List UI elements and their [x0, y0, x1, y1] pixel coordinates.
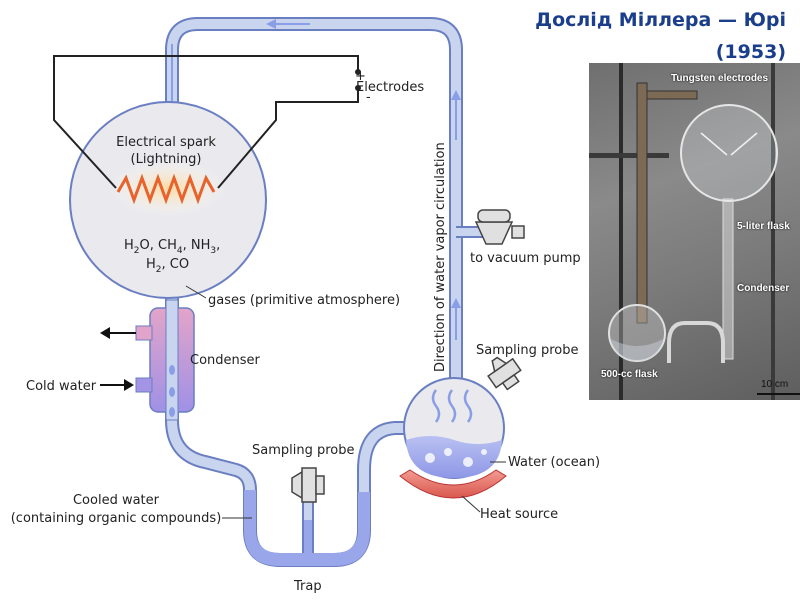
vapor-wave [431, 389, 441, 423]
sampling-probe-left-label: Sampling probe [252, 443, 355, 458]
water-out-arrow [100, 327, 110, 339]
circulation-label: Direction of water vapor circulation [433, 142, 448, 372]
gases-label: gases (primitive atmosphere) [208, 293, 400, 308]
water-label: Water (ocean) [508, 455, 600, 470]
negative-terminal [355, 85, 361, 91]
cooled-water-line2: (containing organic compounds) [11, 511, 222, 526]
apparatus-photo: Tungsten electrodes 5-liter flask Conden… [589, 63, 800, 400]
ocean-flask [403, 377, 505, 479]
spark-label-line2: (Lightning) [131, 152, 202, 167]
positive-terminal [355, 69, 361, 75]
title-line-1: Дослід Міллера — Юрі [535, 9, 786, 31]
glass-tubing [165, 17, 492, 567]
sampling-probe-left [291, 467, 325, 503]
minus-label: - [366, 90, 371, 105]
sampling-probe-right [487, 356, 522, 391]
spark-zigzag [116, 173, 216, 205]
title-line-2: (1953) [715, 41, 786, 63]
vacuum-label: to vacuum pump [470, 251, 581, 266]
heat-source [399, 469, 507, 499]
water-in-arrow [124, 379, 134, 391]
vapor-wave [463, 389, 473, 423]
trap-label: Trap [293, 579, 322, 594]
ocean-water [406, 436, 502, 478]
condenser-label: Condenser [190, 353, 261, 368]
photo-label-condenser: Condenser [737, 283, 790, 294]
electrodes-label: Electrodes [356, 80, 424, 95]
photo-label-5l-flask: 5-liter flask [737, 221, 790, 232]
leader-lines [185, 285, 506, 519]
heat-label: Heat source [480, 507, 558, 522]
spark-label-line1: Electrical spark [116, 135, 216, 150]
svg-text:H2O, CH4, NH3,: H2O, CH4, NH3, [124, 238, 220, 256]
spark-flask [69, 101, 267, 299]
plus-label: + [355, 69, 366, 84]
photo-scale-label: 10 cm [761, 379, 789, 390]
sampling-probe-right-label: Sampling probe [476, 343, 579, 358]
vacuum-stopcock [474, 209, 525, 245]
page-title: Дослід Міллера — Юрі (1953) [486, 4, 786, 68]
apparatus-photo-drawing [589, 63, 800, 400]
photo-label-tungsten: Tungsten electrodes [671, 73, 769, 84]
electrode-wires [53, 55, 361, 189]
vapor-wave [447, 389, 457, 423]
cooled-water-line1: Cooled water [73, 493, 160, 508]
photo-label-500cc-flask: 500-cc flask [601, 369, 658, 380]
cold-water-label: Cold water [26, 379, 97, 394]
condenser [100, 299, 195, 421]
